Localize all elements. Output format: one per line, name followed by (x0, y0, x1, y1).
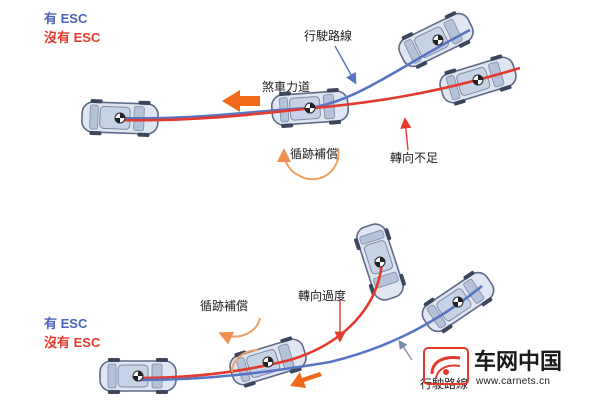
bottom-noesc-path (139, 261, 384, 380)
carnets-logo-icon (423, 347, 469, 385)
top-label-compensation: 循跡補償 (290, 146, 338, 161)
bottom-force-arrow (290, 372, 322, 388)
bottom-label-oversteer: 轉向過度 (298, 288, 346, 303)
top-label-understeer: 轉向不足 (390, 150, 438, 165)
top-label-brake: 煞車力道 (262, 80, 310, 94)
bottom-legend-with-esc: 有 ESC (44, 316, 88, 331)
brake-force-arrow (222, 90, 260, 112)
top-legend-without-esc: 沒有 ESC (44, 30, 101, 45)
bottom-esc-path (139, 284, 483, 382)
bottom-legend-without-esc: 沒有 ESC (44, 335, 101, 350)
top-panel: 有 ESC 沒有 ESC 行駛路線 煞車力道 循跡補償 轉向不足 (44, 6, 521, 181)
bottom-label-compensation: 循跡補償 (200, 298, 248, 313)
watermark: 车网中国 www.carnets.cn (423, 347, 562, 387)
top-label-path: 行駛路線 (304, 28, 352, 43)
watermark-brand: 车网中国 (474, 349, 562, 375)
bottom-panel: 有 ESC 沒有 ESC 循跡補償 轉向過度 行駛路線 (44, 219, 501, 395)
watermark-url: www.carnets.cn (475, 376, 550, 387)
bottom-path-pointer (398, 339, 413, 361)
top-path-pointer (334, 45, 357, 85)
top-compensation-arc (277, 147, 340, 181)
bottom-compensation-arc-lower (231, 349, 259, 373)
bottom-compensation-arc (218, 317, 261, 345)
top-legend-with-esc: 有 ESC (44, 11, 88, 26)
understeer-pointer (400, 117, 412, 151)
